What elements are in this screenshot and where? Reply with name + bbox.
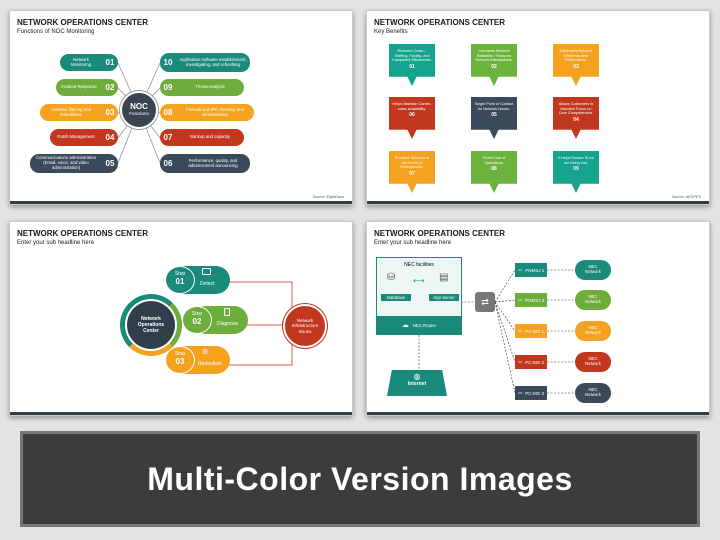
slide-title: NETWORK OPERATIONS CENTER [17,18,148,27]
slide-subtitle: Enter your sub headline here [374,240,452,246]
footer-bar [367,201,709,204]
database-icon: ⛁ [387,272,396,283]
rack-icon: ▭ [518,297,523,302]
app-server-tag: App Server [429,294,459,301]
cloud-nec-network-1: NEC Network [575,260,611,280]
issues-target: Network Infrastructure Issues [283,304,327,348]
cloud-nec-network-3: NEC Network [575,321,611,341]
center-ring [120,294,182,356]
server-icon: ▤ [439,272,449,283]
multi-color-banner: Multi-Color Version Images [20,431,700,527]
step-01-label: Detect [200,281,215,287]
banner-text: Multi-Color Version Images [147,460,573,497]
benefit-card-08: Fixed Cost of Operations.08 [471,151,517,193]
router-icon: ☁ [401,322,409,329]
slide-noc-topology[interactable]: NETWORK OPERATIONS CENTER Enter your sub… [366,221,710,416]
node-pc-mg-3: ▭PC-MG 3 [515,386,547,400]
rack-icon: ▭ [518,359,523,364]
slide-key-benefits[interactable]: NETWORK OPERATIONS CENTER Key Benefits R… [366,10,710,205]
benefit-card-04: Allows Customers to Maintain Focus on Co… [553,97,599,139]
rack-icon: ▭ [518,267,523,272]
function-pill-05: Communications administration (Email, vo… [30,154,118,173]
benefit-card-02: Increases Network Reliability / Reduces … [471,44,517,86]
footer-bar [10,201,352,204]
cloud-nec-network-4: NEC Network [575,352,611,372]
source-note: Source: EightDave [312,195,344,199]
benefit-card-06: Helps Maintain Carrier-class availabilit… [389,97,435,139]
footer-bar [10,412,352,415]
cloud-nec-network-5: NEC Network [575,383,611,403]
switch-icon: ⇄ [475,292,495,312]
node-pnmsj-1: ▭PNMSJ 1 [515,263,547,277]
cloud-nec-network-2: NEC Network [575,290,611,310]
slide-title: NETWORK OPERATIONS CENTER [17,229,148,238]
globe-icon: ◍ [413,372,421,381]
detect-icon [202,268,211,275]
sync-arrows-icon: ⟷ [413,276,425,285]
wrench-icon: ⚙ [202,349,209,356]
topology-links [418,269,575,394]
router-bar: ☁NEC Router [377,316,461,334]
slide-subtitle: Key Benefits [374,29,408,35]
noc-center-circle: Network Operations Center [127,301,175,349]
benefit-card-09: It helps Ensure SLAs are being met.09 [553,151,599,193]
benefit-card-03: Maximizes Network Efficiency and Perform… [553,44,599,86]
internet-block: ◍ Internet [387,370,447,396]
benefit-card-05: Single Point of Contact for Network Issu… [471,97,517,139]
step-03-label: Remediate [198,361,223,367]
slide-noc-functions[interactable]: NETWORK OPERATIONS CENTER Functions of N… [9,10,353,205]
nec-facilities-box: NEC facilities ⛁ ▤ ⟷ Database App Server… [376,257,462,335]
slide-title: NETWORK OPERATIONS CENTER [374,229,505,238]
node-pc-mg-1: ▭PC-MG 1 [515,324,547,338]
slide-title: NETWORK OPERATIONS CENTER [374,18,505,27]
facilities-label: NEC facilities [404,262,434,268]
benefit-card-07: Provides Services in the Event of Emerge… [389,151,435,193]
node-pc-mg-2: ▭PC-MG 2 [515,355,547,369]
slide-noc-process[interactable]: NETWORK OPERATIONS CENTER Enter your sub… [9,221,353,416]
rack-icon: ▭ [518,328,523,333]
clipboard-icon [224,308,230,316]
noc-hub: NOC Functions [120,91,158,129]
slide-subtitle: Functions of NOC Monitoring [17,29,95,35]
node-pnmsj-2: ▭PNMSJ 2 [515,293,547,307]
benefit-card-01: Reduces Costs – Staffing, Facility, and … [389,44,435,86]
step-02-label: Diagnose [217,321,239,327]
slide-subtitle: Enter your sub headline here [17,240,95,246]
source-note: Source: AEDPES [671,195,701,199]
rack-icon: ▭ [518,390,523,395]
database-tag: Database [381,294,411,301]
footer-bar [367,412,709,415]
